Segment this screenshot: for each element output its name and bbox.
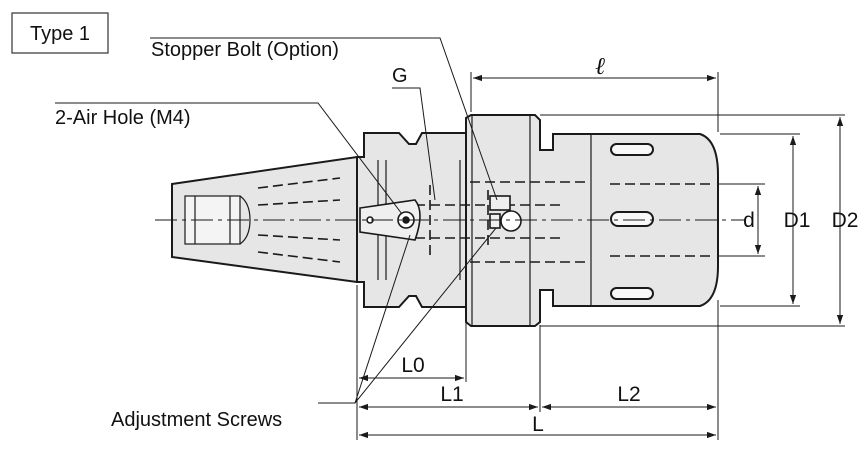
- dim-d2-label: D2: [832, 209, 859, 232]
- dim-l-label: L: [532, 413, 544, 436]
- leader-lines: [55, 37, 498, 404]
- callout-labels: Stopper Bolt (Option) G 2-Air Hole (M4) …: [55, 39, 408, 431]
- type-label-box: Type 1: [11, 12, 109, 54]
- dim-l1-label: L1: [440, 383, 463, 406]
- nut-slots: [610, 143, 654, 300]
- dimension-labels: ℓ d D1 D2 L0 L1 L2 L: [401, 52, 858, 436]
- hidden-lines: [257, 177, 710, 263]
- dim-l0-label: L0: [401, 354, 424, 377]
- dim-ell-label: ℓ: [595, 52, 605, 80]
- dim-l2-label: L2: [617, 383, 640, 406]
- dim-d1-label: D1: [784, 209, 811, 232]
- air-hole-label: 2-Air Hole (M4): [55, 107, 191, 129]
- type-label: Type 1: [30, 23, 90, 45]
- dim-d-label: d: [743, 209, 755, 232]
- g-label: G: [392, 65, 408, 87]
- stopper-bolt-detail: [489, 195, 522, 232]
- stopper-bolt-label: Stopper Bolt (Option): [151, 39, 339, 61]
- adjustment-screws-label: Adjustment Screws: [111, 409, 282, 431]
- dimension-lines: [356, 72, 845, 440]
